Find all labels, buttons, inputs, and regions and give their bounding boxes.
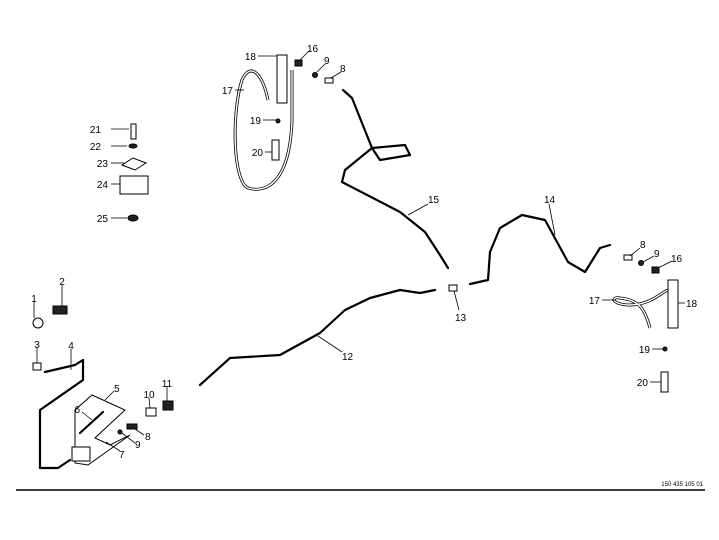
callout: 17 [222,86,234,97]
callout: 16 [671,254,683,265]
callout: 4 [68,341,74,352]
fitting-16 [294,59,303,67]
fitting-8-left [126,423,138,430]
callout: 18 [245,52,257,63]
callout: 9 [654,249,660,260]
callout: 21 [90,125,102,136]
callout: 20 [252,148,264,159]
callout: 14 [544,195,556,206]
callout: 13 [455,313,467,324]
fitting-8-right [623,254,633,261]
fitting-2 [52,305,68,315]
pipe-14 [468,213,612,286]
block-24 [119,175,149,195]
callout: 9 [135,440,141,451]
nut-9-left [117,429,123,435]
tee-13 [448,284,458,292]
callout: 23 [97,159,109,170]
callout: 17 [589,296,601,307]
callout: 3 [34,340,40,351]
callout: 12 [342,352,354,363]
hose-17-right-inner [613,289,669,329]
callout: 2 [59,277,65,288]
callout: 8 [340,64,346,75]
clamp-20 [271,139,280,161]
valve-block [71,446,91,462]
fitting-11 [162,400,174,411]
clamp-20-right [660,371,669,393]
bolt-21 [130,123,137,140]
callout: 7 [119,450,125,461]
callout: 22 [90,142,102,153]
nut-9-right [638,260,644,266]
cylinder-18-right [667,279,679,329]
callout: 25 [97,214,109,225]
cylinder-18-top [276,54,288,104]
callout-labels: 21 22 23 24 25 18 16 9 8 17 19 20 15 14 … [31,44,697,461]
callout: 19 [639,345,651,356]
washer-19-right [662,346,668,352]
fitting-16-right [651,266,660,274]
washer-22 [128,143,138,149]
callout: 24 [97,180,109,191]
nut-9 [312,72,318,78]
hose-17-top-inner [234,70,293,190]
sleeve-3 [32,362,42,371]
callout: 11 [162,379,173,390]
callout: 8 [145,432,151,443]
callout: 1 [31,294,37,305]
callout: 20 [637,378,649,389]
callout: 16 [307,44,319,55]
callout: 18 [686,299,698,310]
callout: 19 [250,116,262,127]
washer-19 [275,118,281,124]
callout: 10 [143,390,155,401]
fitting-8 [324,77,334,84]
leader-lines [33,50,685,452]
callout: 5 [114,384,120,395]
callout: 9 [324,56,330,67]
pipe-4 [38,358,85,470]
callout: 8 [640,240,646,251]
fitting-1 [32,317,44,329]
plate-23 [120,157,148,171]
nut-25 [127,214,139,222]
hose-17-right [612,288,669,329]
fitting-10 [145,407,157,417]
pipe-15 [340,88,450,270]
lever-6 [78,410,105,435]
reference-number: 150 435 105 01 [661,482,703,488]
callout: 6 [74,405,80,416]
pipe-12 [198,288,437,387]
callout: 15 [428,195,440,206]
